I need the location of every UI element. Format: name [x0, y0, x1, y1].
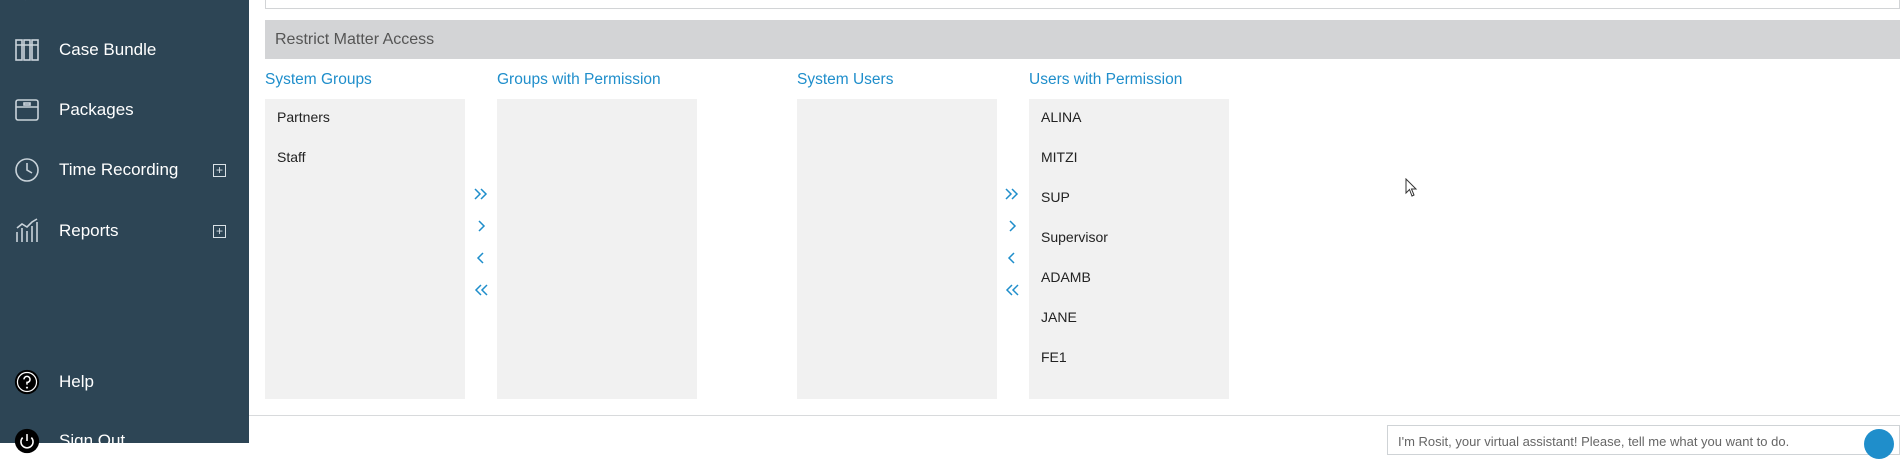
help-icon: [14, 369, 40, 395]
chevron-right-icon: [1009, 220, 1017, 232]
double-chevron-left-icon: [474, 284, 488, 296]
remove-user-button[interactable]: [1000, 247, 1024, 269]
power-icon: [14, 428, 40, 454]
section-title: Restrict Matter Access: [275, 30, 435, 48]
list-item[interactable]: Supervisor: [1041, 229, 1108, 245]
sidebar-item-label: Packages: [59, 100, 134, 119]
list-item[interactable]: ALINA: [1041, 109, 1082, 125]
list-item[interactable]: Staff: [277, 149, 306, 165]
list-item[interactable]: MITZI: [1041, 149, 1078, 165]
mouse-cursor-icon: [1405, 178, 1418, 197]
assistant-icon[interactable]: [1864, 429, 1894, 459]
system-groups-title: System Groups: [265, 71, 372, 88]
system-users-title: System Users: [797, 71, 894, 88]
remove-all-users-button[interactable]: [1000, 279, 1024, 301]
sidebar-item-reports[interactable]: Reports +: [0, 211, 249, 251]
sidebar-item-time-recording[interactable]: Time Recording +: [0, 150, 249, 190]
users-with-permission-title: Users with Permission: [1029, 71, 1183, 88]
double-chevron-right-icon: [474, 188, 488, 200]
add-all-groups-button[interactable]: [469, 183, 493, 205]
sidebar-item-label: Reports: [59, 221, 119, 240]
add-all-users-button[interactable]: [1000, 183, 1024, 205]
add-user-button[interactable]: [1000, 215, 1024, 237]
binders-icon: [14, 37, 40, 63]
list-item[interactable]: Partners: [277, 109, 330, 125]
sidebar-item-help[interactable]: Help: [0, 362, 249, 402]
chevron-left-icon: [476, 252, 484, 264]
remove-group-button[interactable]: [469, 247, 493, 269]
groups-with-permission-list[interactable]: [497, 99, 697, 399]
remove-all-groups-button[interactable]: [469, 279, 493, 301]
sidebar-item-sign-out[interactable]: Sign Out: [0, 421, 249, 461]
package-icon: [14, 97, 40, 123]
chart-icon: [14, 218, 40, 244]
sidebar-item-label: Case Bundle: [59, 40, 157, 59]
sidebar: Case Bundle Packages Time Recording + Re…: [0, 0, 249, 454]
list-item[interactable]: ADAMB: [1041, 269, 1091, 285]
chevron-left-icon: [1007, 252, 1015, 264]
divider: [249, 415, 1900, 416]
clock-icon: [14, 157, 40, 183]
system-users-list[interactable]: [797, 99, 997, 399]
sidebar-item-label: Sign Out: [59, 431, 126, 450]
list-item[interactable]: SUP: [1041, 189, 1070, 205]
sidebar-item-packages[interactable]: Packages: [0, 90, 249, 130]
top-panel: [265, 0, 1900, 9]
double-chevron-right-icon: [1005, 188, 1019, 200]
list-item[interactable]: JANE: [1041, 309, 1077, 325]
assistant-chat-input[interactable]: I'm Rosit, your virtual assistant! Pleas…: [1387, 425, 1900, 455]
expand-icon[interactable]: +: [213, 163, 226, 177]
groups-with-permission-title: Groups with Permission: [497, 71, 661, 88]
chevron-right-icon: [478, 220, 486, 232]
expand-icon[interactable]: +: [213, 224, 226, 238]
sidebar-item-label: Time Recording: [59, 160, 179, 179]
sidebar-item-label: Help: [59, 372, 94, 391]
list-item[interactable]: FE1: [1041, 349, 1067, 365]
add-group-button[interactable]: [469, 215, 493, 237]
sidebar-item-case-bundle[interactable]: Case Bundle: [0, 30, 249, 70]
system-groups-list[interactable]: Partners Staff: [265, 99, 465, 399]
double-chevron-left-icon: [1005, 284, 1019, 296]
assistant-message: I'm Rosit, your virtual assistant! Pleas…: [1398, 434, 1790, 449]
partial-icon: [25, 0, 26, 1]
section-header: Restrict Matter Access: [265, 20, 1900, 59]
users-with-permission-list[interactable]: ALINA MITZI SUP Supervisor ADAMB JANE FE…: [1029, 99, 1229, 399]
